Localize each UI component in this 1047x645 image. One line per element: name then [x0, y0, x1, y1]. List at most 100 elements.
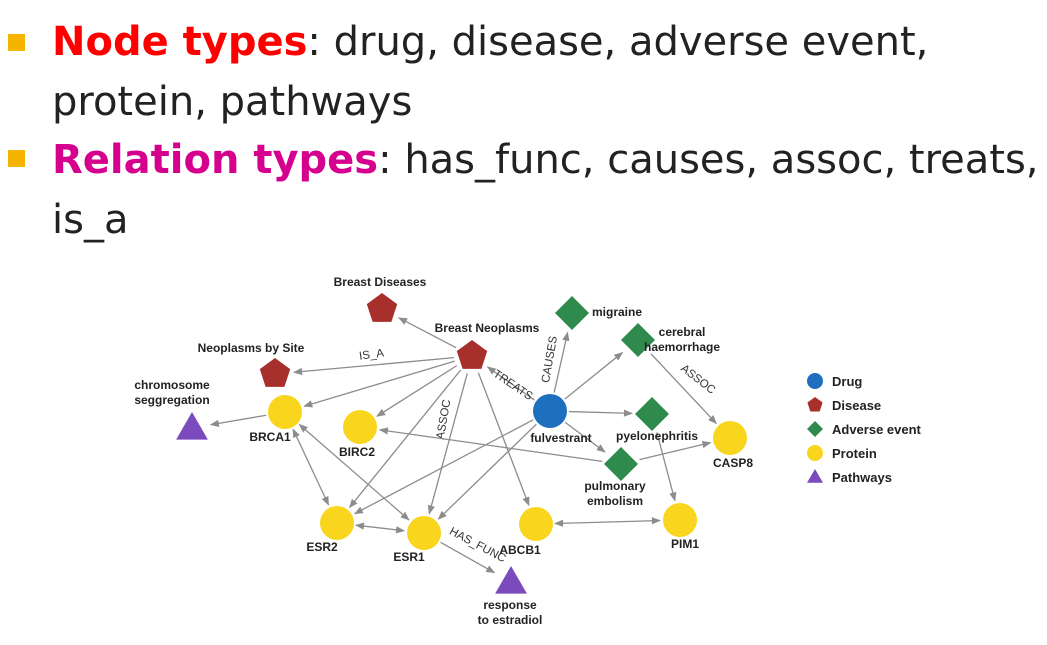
bullet-2-line-1: Relation types: has_func, causes, assoc,… [52, 136, 1039, 184]
node-neoplasms-by-site: Neoplasms by Site [198, 341, 305, 387]
node-esr2: ESR2 [306, 506, 354, 554]
protein-node-shape [519, 507, 553, 541]
node-pyelonephritis: pyelonephritis [616, 397, 698, 443]
node-label: ABCB1 [499, 543, 541, 557]
bullet-2-keyword: Relation types [52, 137, 379, 183]
edge-brca1-chromosome_seggregation [209, 414, 267, 427]
node-breast-diseases: Breast Diseases [334, 275, 427, 322]
node-label: BRCA1 [249, 430, 291, 444]
node-label: pulmonary [584, 479, 646, 493]
node-label: PIM1 [671, 537, 699, 551]
node-label: fulvestrant [530, 431, 591, 445]
node-breast-neoplasms: Breast Neoplasms [435, 321, 540, 369]
adverse-event-node-shape [621, 323, 655, 357]
node-abcb1: ABCB1 [499, 507, 553, 557]
node-fulvestrant: fulvestrant [530, 394, 592, 445]
adverse-event-node-shape [635, 397, 669, 431]
node-casp8: CASP8 [713, 421, 753, 470]
node-label: embolism [587, 494, 643, 508]
edge-breast_neoplasms-brca1 [303, 360, 455, 408]
bullet-2-text-cont: is_a [52, 197, 129, 243]
disease-node-shape [456, 340, 488, 369]
node-brca1: BRCA1 [249, 395, 302, 444]
legend-circle-icon [807, 373, 823, 389]
node-label: chromosome [134, 378, 210, 392]
edge-breast_neoplasms-esr1 [427, 373, 468, 515]
disease-node-shape [366, 293, 398, 322]
edge-label-is_a: IS_A [358, 347, 385, 362]
adverse-event-node-shape [604, 447, 638, 481]
legend-circle-icon [807, 445, 823, 461]
node-migraine: migraine [555, 296, 642, 330]
node-label: Neoplasms by Site [198, 341, 305, 355]
node-label: pyelonephritis [616, 429, 698, 443]
pathway-node-shape [176, 412, 208, 440]
legend-diamond-icon [807, 421, 823, 437]
edge-cerebral_haemorrhage-casp8 [650, 353, 717, 425]
protein-node-shape [713, 421, 747, 455]
protein-node-shape [343, 410, 377, 444]
legend-label: Pathways [832, 470, 892, 485]
edge-fulvestrant-pulmonary_embolism [564, 421, 606, 453]
node-esr1: ESR1 [393, 516, 441, 564]
node-label: BIRC2 [339, 445, 375, 459]
edge-brca1-esr2 [292, 428, 330, 506]
legend-pentagon-icon [807, 397, 823, 412]
edge-fulvestrant-migraine [553, 331, 570, 393]
bullet-1-text-cont: protein, pathways [52, 79, 413, 125]
legend-item-disease: Disease [807, 397, 881, 413]
protein-node-shape [320, 506, 354, 540]
node-label: response [483, 598, 537, 612]
legend-label: Adverse event [832, 422, 922, 437]
bullet-1-line-2: protein, pathways [52, 78, 412, 126]
edge-esr1-response_to_estradiol [440, 541, 496, 574]
edge-breast_neoplasms-birc2 [376, 365, 458, 417]
edge-fulvestrant-pyelonephritis [568, 409, 633, 417]
legend-label: Disease [832, 398, 881, 413]
node-birc2: BIRC2 [339, 410, 377, 459]
pathway-node-shape [495, 566, 527, 594]
node-pim1: PIM1 [663, 503, 699, 551]
edge-fulvestrant-cerebral_haemorrhage [564, 351, 624, 400]
legend-item-pathway: Pathways [807, 469, 892, 485]
bullet-1-keyword: Node types [52, 19, 308, 65]
node-label: ESR1 [393, 550, 425, 564]
bullet-marker-1 [8, 34, 25, 51]
legend-item-adverse-event: Adverse event [807, 421, 922, 437]
edge-breast_neoplasms-neoplasms_by_site [293, 356, 455, 376]
bullet-2-text: : has_func, causes, assoc, treats, [378, 137, 1039, 183]
legend-item-drug: Drug [807, 373, 862, 389]
edge-pulmonary_embolism-casp8 [639, 441, 712, 461]
edge-pulmonary_embolism-birc2 [378, 427, 603, 462]
bullet-1-text: : drug, disease, adverse event, [307, 19, 929, 65]
legend-item-protein: Protein [807, 445, 877, 461]
drug-node-shape [533, 394, 567, 428]
node-label: CASP8 [713, 456, 753, 470]
disease-node-shape [259, 358, 291, 387]
protein-node-shape [268, 395, 302, 429]
edge-brca1-esr1 [298, 423, 410, 521]
adverse-event-node-shape [555, 296, 589, 330]
edge-breast_neoplasms-breast_diseases [398, 317, 457, 349]
node-label: haemorrhage [644, 340, 720, 354]
edge-breast_neoplasms-abcb1 [477, 372, 530, 507]
node-label: Breast Neoplasms [435, 321, 540, 335]
edge-pyelonephritis-pim1 [656, 432, 677, 502]
edge-label-treats: TREATS [491, 368, 535, 403]
edge-fulvestrant-esr1 [437, 423, 537, 520]
node-label: ESR2 [306, 540, 338, 554]
legend-triangle-icon [807, 469, 823, 483]
legend-label: Protein [832, 446, 877, 461]
node-label: migraine [592, 305, 642, 319]
edge-esr2-esr1 [354, 522, 406, 534]
bullet-marker-2 [8, 150, 25, 167]
edge-abcb1-pim1 [554, 517, 661, 527]
edge-label-assoc: ASSOC [678, 363, 717, 397]
